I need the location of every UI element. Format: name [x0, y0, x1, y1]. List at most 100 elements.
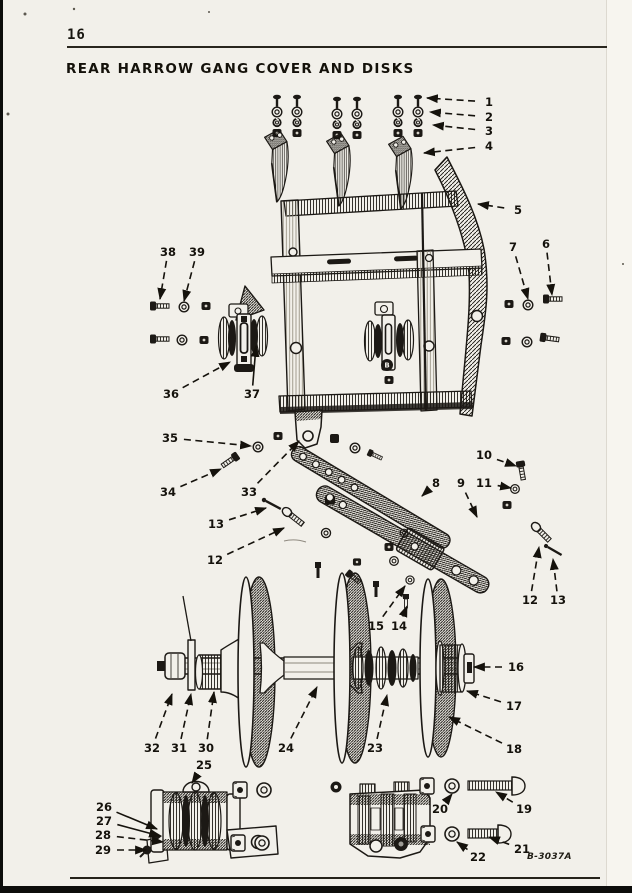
carriage-bolt-21: [467, 824, 512, 844]
callout-11-17: 11: [476, 476, 513, 491]
callout-18-26: 18: [447, 716, 522, 756]
callout-36-9: 36: [163, 361, 231, 401]
callout-16-24: 16: [472, 660, 524, 674]
bearing-letter: B: [384, 362, 389, 370]
svg-text:10: 10: [476, 448, 492, 462]
figure-code: B-3037A: [527, 852, 572, 862]
svg-text:21: 21: [514, 842, 530, 856]
hardware-left-rows: [149, 301, 211, 346]
disk-2: [333, 572, 351, 764]
spool-24: [259, 642, 285, 694]
callout-39-8: 39: [182, 245, 205, 303]
callout-26-33: 26: [96, 800, 159, 830]
svg-text:7: 7: [509, 240, 517, 254]
angle-bar-5: [434, 156, 488, 417]
callout-31-28: 31: [171, 692, 194, 755]
callout-21-39: 21: [487, 836, 530, 856]
drag-bars: [290, 445, 490, 594]
svg-text:14: 14: [391, 619, 407, 633]
svg-text:25: 25: [196, 758, 212, 772]
callout-1-0: 1: [425, 94, 493, 109]
svg-text:16: 16: [508, 660, 524, 674]
callout-14-23: 14: [391, 604, 408, 633]
bar-clamp-9: [395, 527, 445, 571]
svg-text:29: 29: [95, 843, 111, 857]
frame-center-bar: [416, 249, 438, 412]
svg-text:8: 8: [432, 476, 440, 490]
callout-2-1: 2: [428, 108, 493, 124]
callout-13-14: 13: [208, 507, 268, 531]
callout-5-4: 5: [476, 201, 522, 217]
frame-left-bar: [280, 199, 306, 412]
callout-24-30: 24: [278, 686, 318, 755]
callout-8-18: 8: [421, 476, 440, 497]
axle-nut-32: [164, 652, 186, 680]
callout-4-3: 4: [422, 139, 493, 157]
scan-edge-left: [0, 0, 3, 893]
callout-20-37: 20: [432, 793, 453, 816]
svg-text:2: 2: [485, 110, 493, 124]
scan-specks: [6, 7, 624, 265]
bumper-16-17: [435, 640, 475, 696]
svg-text:26: 26: [96, 800, 112, 814]
callout-17-25: 17: [465, 690, 522, 713]
header-rule: [67, 46, 607, 48]
svg-text:13: 13: [550, 593, 566, 607]
spacer-sleeve-23: [351, 646, 419, 690]
disk-gang-assembly: [157, 572, 475, 768]
svg-text:24: 24: [278, 741, 294, 755]
disk-1: [237, 576, 255, 768]
svg-text:28: 28: [95, 828, 111, 842]
callout-12-15: 12: [207, 527, 286, 567]
svg-text:19: 19: [516, 802, 532, 816]
svg-text:18: 18: [506, 742, 522, 756]
callout-38-7: 38: [157, 245, 176, 301]
callout-10-16: 10: [476, 448, 518, 467]
svg-text:9: 9: [457, 476, 465, 490]
bearing-center: B: [363, 301, 415, 384]
callout-35-11: 35: [162, 431, 253, 450]
svg-text:23: 23: [367, 741, 383, 755]
callout-33-13: 33: [241, 440, 300, 499]
svg-text:15: 15: [368, 619, 384, 633]
callout-29-36: 29: [95, 843, 148, 857]
scan-edge-bottom: [0, 886, 632, 893]
svg-text:38: 38: [160, 245, 176, 259]
svg-text:36: 36: [163, 387, 179, 401]
bearing-housing: [349, 781, 431, 859]
callout-30-29: 30: [198, 690, 217, 755]
svg-text:27: 27: [96, 814, 112, 828]
callout-22-40: 22: [456, 841, 486, 864]
svg-text:13: 13: [208, 517, 224, 531]
hardware-right-mid: [502, 459, 563, 557]
svg-text:34: 34: [160, 485, 176, 499]
carriage-bolt-19: [467, 776, 526, 796]
svg-text:17: 17: [506, 699, 522, 713]
callout-27-34: 27: [96, 814, 162, 838]
svg-text:12: 12: [207, 553, 223, 567]
callout-13-21: 13: [549, 557, 566, 607]
frame-top-bar: [283, 190, 459, 217]
svg-text:35: 35: [162, 431, 178, 445]
bearing-left: [217, 285, 269, 372]
svg-text:4: 4: [485, 139, 493, 153]
clamp-33: [273, 409, 384, 463]
svg-text:31: 31: [171, 741, 187, 755]
callout-12-20: 12: [522, 545, 542, 607]
bottom-rule: [70, 877, 600, 879]
svg-text:33: 33: [241, 485, 257, 499]
callout-3-2: 3: [431, 121, 493, 138]
axle-washer-31: [187, 639, 196, 691]
callout-6-6: 6: [542, 237, 556, 297]
svg-text:32: 32: [144, 741, 160, 755]
svg-text:22: 22: [470, 850, 486, 864]
svg-text:11: 11: [476, 476, 492, 490]
svg-text:39: 39: [189, 245, 205, 259]
callout-7-5: 7: [509, 240, 530, 301]
callout-15-22: 15: [368, 585, 406, 633]
callout-32-27: 32: [144, 692, 173, 755]
hardware-right-rows: [501, 294, 563, 348]
